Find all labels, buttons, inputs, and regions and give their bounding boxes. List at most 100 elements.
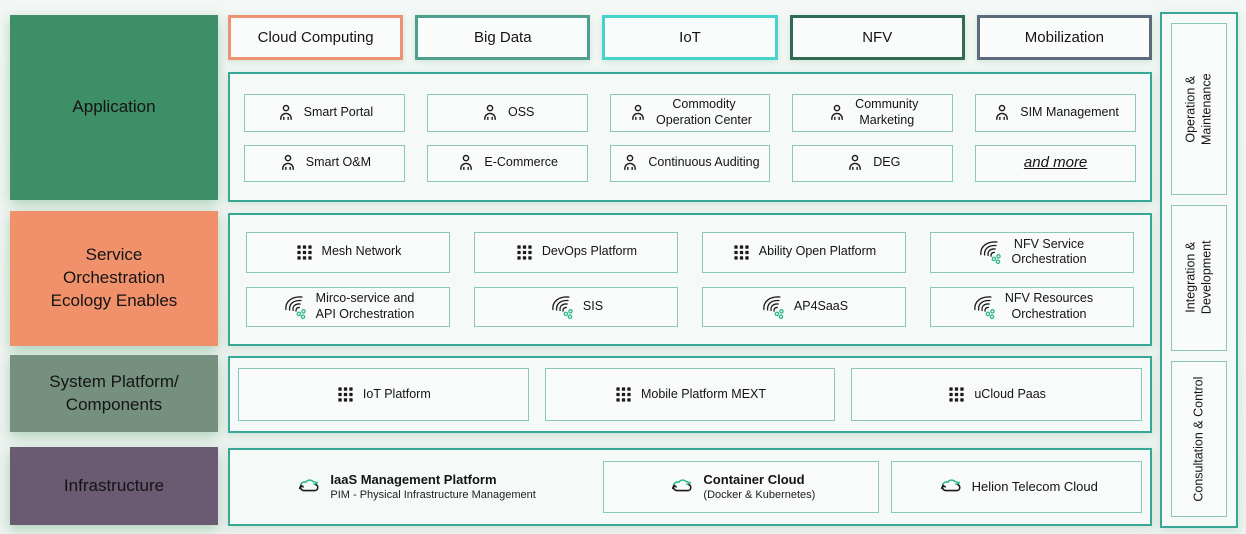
tab-nfv: NFV [789,15,965,60]
item-helion-telecom-cloud: Helion Telecom Cloud [890,461,1142,513]
grid-icon [295,243,314,262]
item-ap4saas: AP4SaaS [702,286,906,327]
item-container-cloud: Container Cloud(Docker & Kubernetes) [603,461,879,513]
tab-iot: IoT [602,15,778,60]
layer-label: Application [72,97,156,117]
item-label: Ability Open Platform [758,244,877,259]
person-icon [278,153,298,173]
side-section-operation-maintenance: Operation & Maintenance [1171,23,1227,195]
person-icon [456,153,476,173]
item-label: Smart O&M [305,155,372,170]
side-section-integration-development: Integration & Development [1171,204,1227,351]
item-smart-o-m: Smart O&M [244,144,405,182]
layer-system-platform: System Platform/ Components [10,355,218,432]
person-icon [620,153,640,173]
item-label: E-Commerce [484,155,558,170]
item-continuous-auditing: Continuous Auditing [609,144,771,182]
item-community-marketing: Community Marketing [792,94,954,132]
item-iot-platform: IoT Platform [238,368,529,421]
person-icon [845,153,865,173]
cloud-icon [935,476,964,499]
infra-item-subtitle: (Docker & Kubernetes) [703,488,816,501]
item-nfv-service-orchestration: NFV Service Orchestration [930,232,1134,273]
cloud-icon [293,476,322,499]
infra-item-text: Helion Telecom Cloud [972,479,1098,495]
infra-item-subtitle: PIM - Physical Infrastructure Management [330,488,536,501]
item-label: NFV [862,29,893,46]
item-sim-management: SIM Management [975,94,1136,132]
stream-icon [971,294,997,320]
item-label: Cloud Computing [257,29,374,46]
item-label: Smart Portal [303,104,374,119]
item-sis: SIS [474,286,678,327]
layer-label: Infrastructure [63,475,165,495]
item-ucloud-paas: uCloud Paas [851,368,1142,421]
item-label: IoT [679,29,701,46]
item-label: OSS [507,104,535,119]
side-section-label: Integration & Development [1183,240,1214,315]
person-icon [480,103,500,123]
cloud-icon [666,476,695,499]
item-mirco-service-and-api-orchestration: Mirco-service and API Orchestration [246,286,450,327]
item-devops-platform: DevOps Platform [474,232,678,273]
service-items-container: Mesh Network DevOps Platform Ability Open … [228,213,1152,346]
grid-icon [614,385,633,404]
side-section-consultation-control: Consultation & Control [1171,360,1227,517]
top-tabs: Cloud Computing Big Data IoT NFV Mobilizatio… [228,15,1153,60]
item-label: Mobilization [1024,29,1105,46]
item-label: IoT Platform [362,386,431,401]
tab-mobilization: Mobilization [976,15,1153,60]
infra-item-text: Container Cloud(Docker & Kubernetes) [703,472,815,503]
item-label: Commodity Operation Center [656,97,752,127]
item-label: DEG [873,155,901,170]
item-label: AP4SaaS [793,298,849,313]
side-section-label: Consultation & Control [1191,376,1206,502]
layer-application: Application [10,15,218,200]
item-and-more: and more [975,144,1136,182]
layer-label: System Platform/ Components [49,371,179,414]
stream-icon [282,294,308,320]
item-oss: OSS [426,94,588,132]
item-label: Community Marketing [855,97,919,127]
item-label: NFV Service Orchestration [1011,236,1087,267]
layer-infrastructure: Infrastructure [10,447,218,525]
item-label: DevOps Platform [541,244,638,259]
infra-item-title: Helion Telecom Cloud [971,478,1098,494]
item-label: SIS [582,298,604,313]
item-label: Big Data [474,29,532,46]
item-smart-portal: Smart Portal [244,94,405,132]
item-label: SIM Management [1020,104,1119,119]
infra-item-title: IaaS Management Platform [330,471,497,487]
item-ability-open-platform: Ability Open Platform [702,232,906,273]
item-label: NFV Resources Orchestration [1004,291,1094,321]
item-label: Mesh Network [321,244,402,259]
stream-icon [977,239,1003,265]
tab-big-data: Big Data [415,15,591,60]
grid-icon [336,385,355,404]
side-section-label: Operation & Maintenance [1183,73,1215,145]
person-icon [992,103,1012,123]
system-items-container: IoT Platform Mobile Platform MEXT uCloud P… [228,356,1152,433]
stream-icon [549,294,575,320]
item-label: Mirco-service and API Orchestration [315,291,415,321]
person-icon [628,103,648,123]
person-icon [827,103,847,123]
item-nfv-resources-orchestration: NFV Resources Orchestration [930,286,1134,327]
grid-icon [515,243,534,262]
item-label: and more [1023,153,1088,171]
infra-item-title: Container Cloud [703,471,805,487]
item-label: uCloud Paas [974,386,1046,401]
item-commodity-operation-center: Commodity Operation Center [609,94,771,132]
layer-label: Service Orchestration Ecology Enables [50,245,178,310]
grid-icon [732,243,751,262]
item-label: Continuous Auditing [648,155,760,170]
item-e-commerce: E-Commerce [426,144,588,182]
application-items-container: Smart Portal OSS Commodity Operation Cente… [228,72,1152,202]
stream-icon [760,294,786,320]
item-label: Mobile Platform MEXT [640,386,766,401]
item-mesh-network: Mesh Network [246,232,450,273]
